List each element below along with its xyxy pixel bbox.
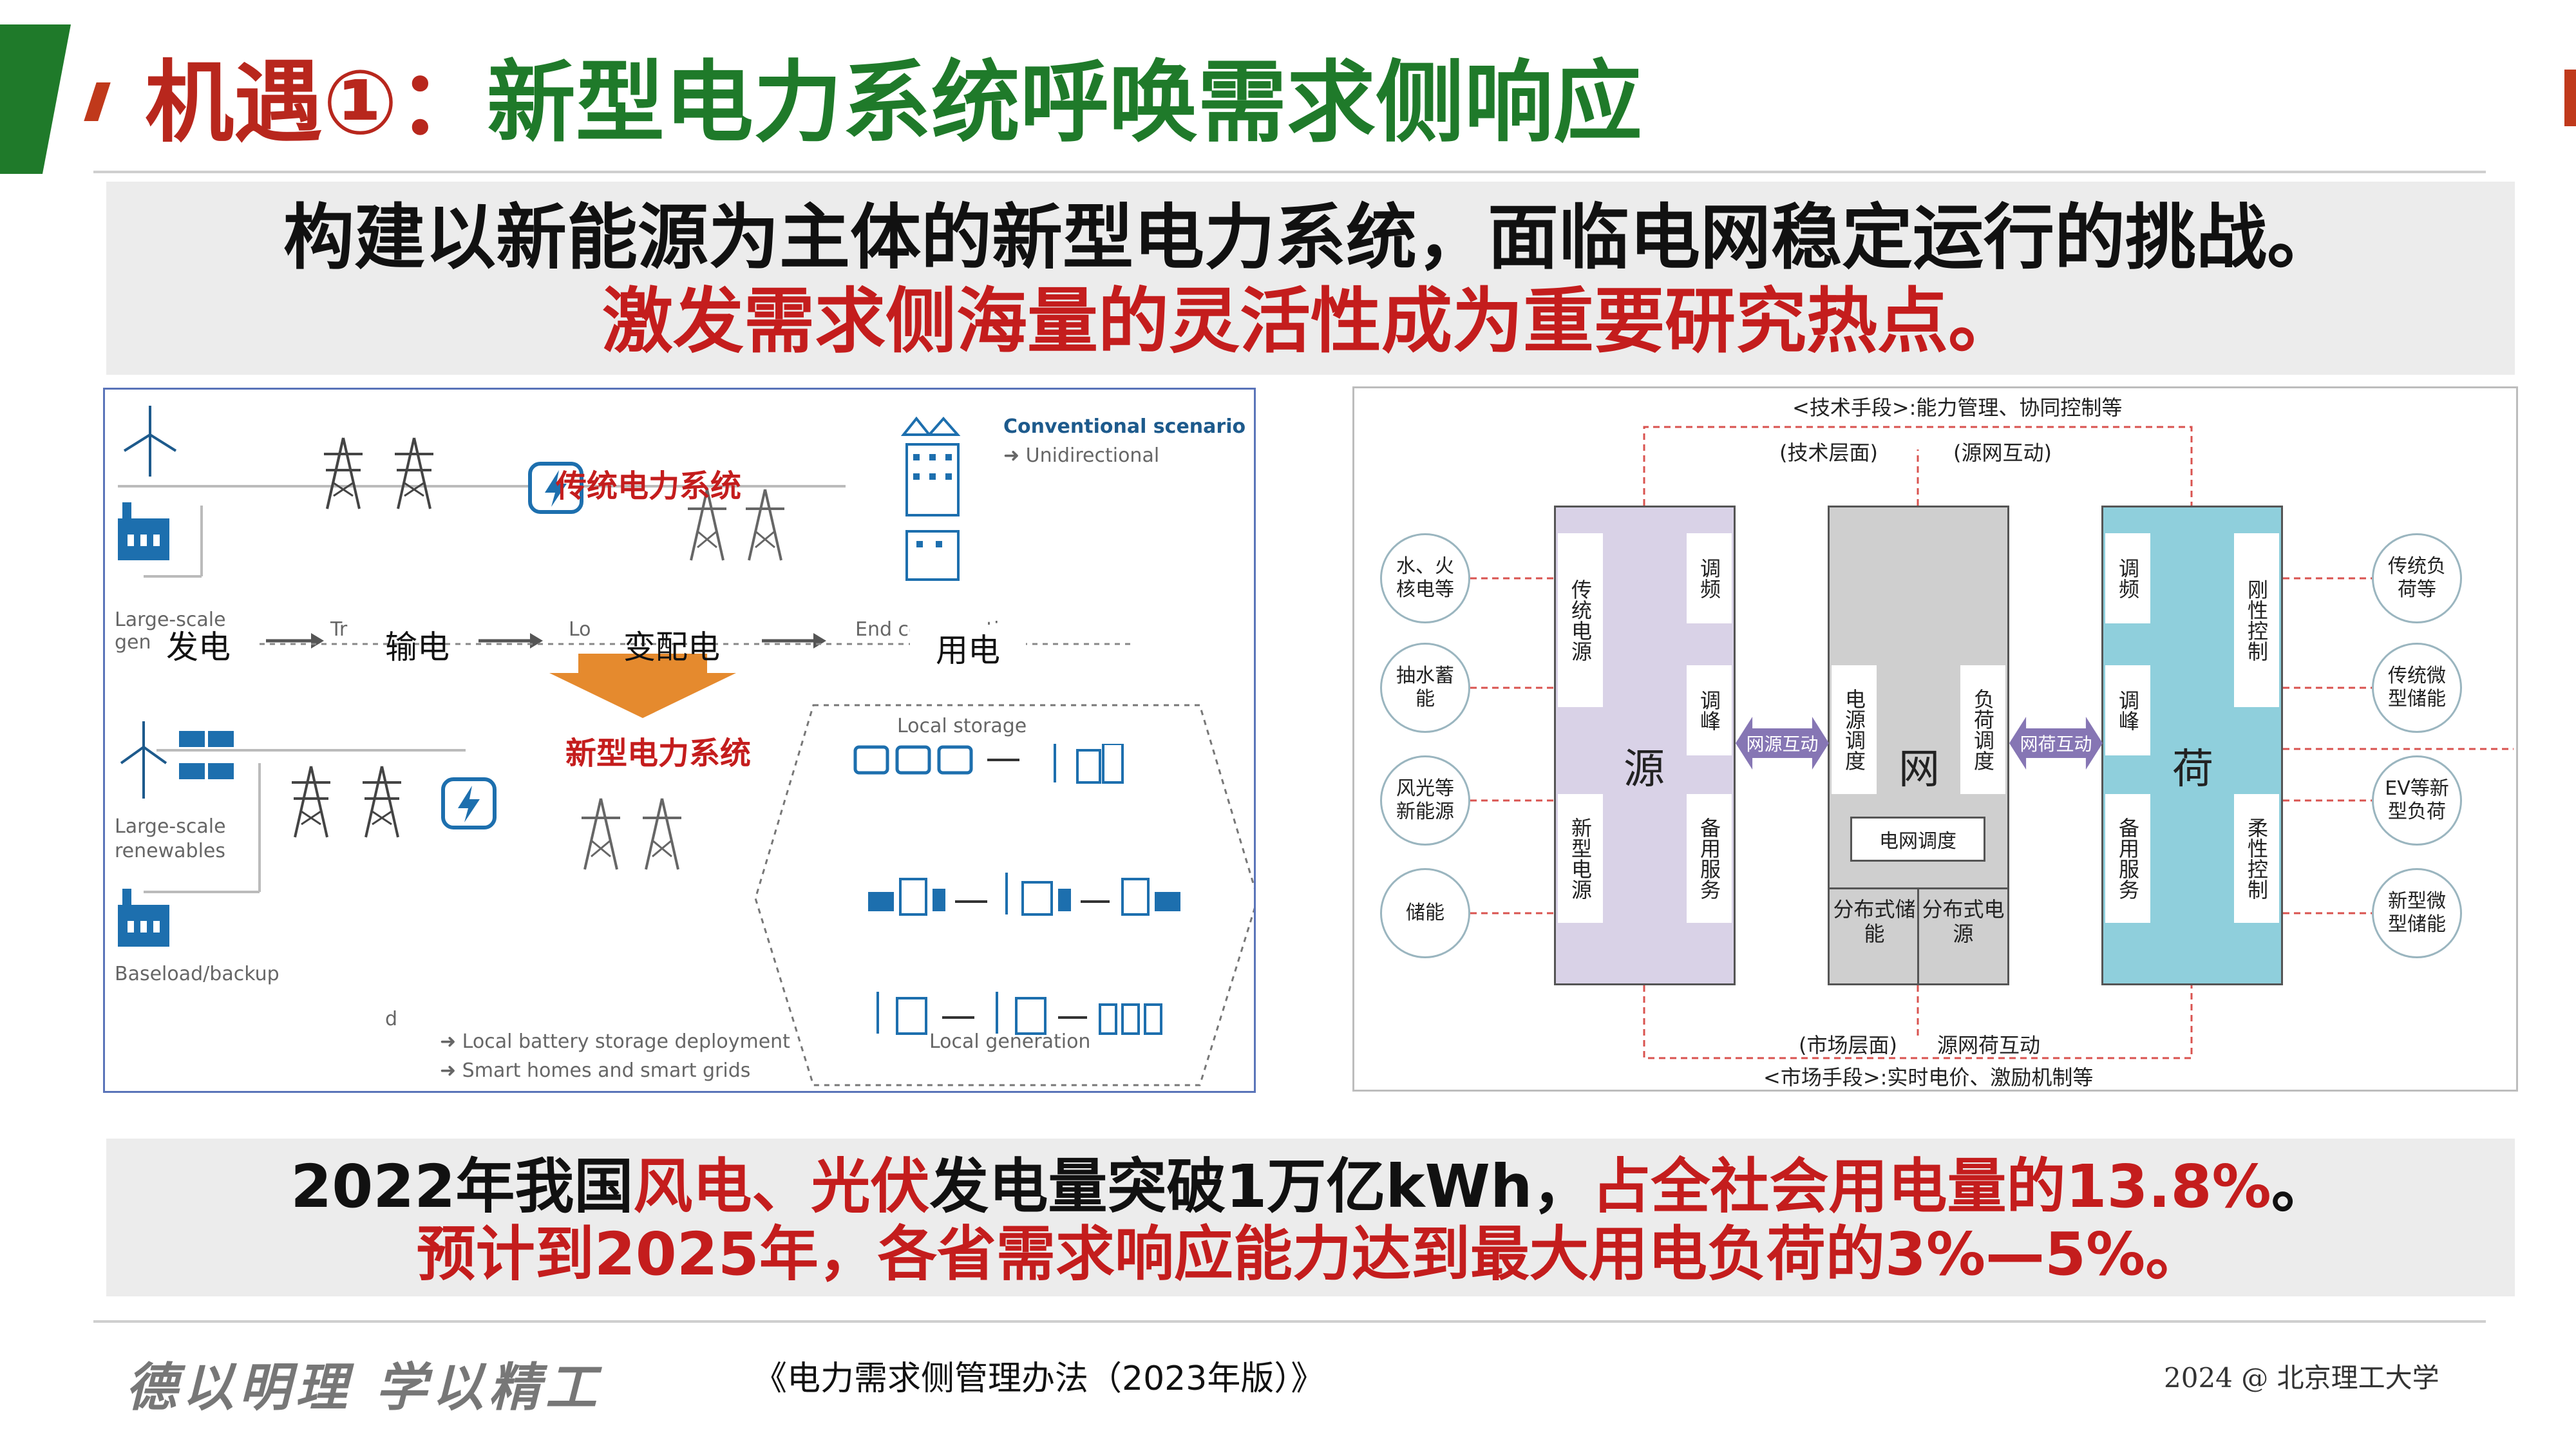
grid-label: 网 (1899, 746, 1940, 793)
substation-icon (441, 777, 497, 829)
baseload-label: Baseload/backup (115, 963, 279, 985)
banner-top-line1: 构建以新能源为主体的新型电力系统，面临电网稳定运行的挑战。 (283, 196, 2338, 279)
transmission-tower-icon (324, 437, 363, 509)
circle-new-micro-storage: 新型微 型储能 (2372, 868, 2462, 958)
conventional-scenario-sub: ➜ Unidirectional (1003, 444, 1160, 467)
src-backup-box: 备用服务 (1687, 794, 1732, 923)
src-freq-box: 调频 (1687, 533, 1732, 623)
load-peak-box: 调峰 (2105, 665, 2150, 755)
bottom-means-label: <市场手段>:实时电价、激励机制等 (1763, 1065, 2094, 1090)
grid-dist-storage: 分布式储能 (1833, 897, 1916, 946)
circle-wind-solar: 风光等 新能源 (1380, 755, 1470, 846)
local-partial: Lo (569, 618, 591, 641)
d-partial-label: d (385, 1008, 398, 1030)
local-battery-label: ➜ Local battery storage deployment (440, 1030, 790, 1053)
load-label: 荷 (2172, 746, 2213, 793)
bottom-banner: 2022年我国风电、光伏发电量突破1万亿kWh，占全社会用电量的13.8%。 预… (106, 1139, 2515, 1296)
renewables-label: Large-scale renewables (115, 815, 226, 862)
grid-dispatch-load-box: 负荷调度 (1960, 665, 2005, 794)
stat-year: 2022年我国 (290, 1152, 634, 1221)
stat-wind-solar: 风电、光伏 (633, 1152, 930, 1221)
distribution-tower-icon (643, 798, 681, 870)
title-prefix: 机遇①： (145, 51, 487, 155)
local-storage-label: Local storage (897, 715, 1027, 737)
source-grid-load-diagram: <技术手段>:能力管理、协同控制等 (技术层面) (源网互动) 传统电源 新型电… (1352, 386, 2518, 1092)
power-system-lines (118, 485, 1254, 1086)
baseload-factory-icon (118, 889, 169, 947)
header-divider (93, 171, 2486, 173)
right-edge-marker (2564, 70, 2576, 126)
load-backup-box: 备用服务 (2105, 794, 2150, 923)
src-grid-interact-label: (源网互动) (1953, 440, 2052, 465)
load-rigid-box: 刚性控制 (2234, 533, 2279, 707)
circle-traditional-load: 传统负 荷等 (2372, 533, 2462, 623)
transmission-partial: Tr (330, 618, 348, 641)
distribution-tower-icon (582, 798, 620, 870)
title-accent-bar (84, 82, 111, 121)
banner-top-line2: 激发需求侧海量的灵活性成为重要研究热点。 (602, 280, 2019, 363)
tech-layer-label: (技术层面) (1779, 440, 1878, 465)
stat-period: 。 (2271, 1152, 2331, 1221)
university-motto: 德以明理 学以精工 (126, 1357, 602, 1417)
transmission-tower-icon (363, 766, 401, 838)
circle-hydro-thermal-nuclear: 水、火 核电等 (1380, 533, 1470, 623)
src-grid-load-interact-label: 源网荷互动 (1937, 1033, 2041, 1057)
load-freq-box: 调频 (2105, 533, 2150, 623)
grid-dispatch-box: 电网调度 (1850, 817, 1985, 862)
transmission-tower-icon (292, 766, 330, 838)
top-banner: 构建以新能源为主体的新型电力系统，面临电网稳定运行的挑战。 激发需求侧海量的灵活… (106, 182, 2515, 375)
source-citation: 《电力需求侧管理办法（2023年版）》 (753, 1359, 1325, 1398)
stage-distribution: 变配电 (623, 629, 720, 666)
copyright-credit: 2024 @ 北京理工大学 (2164, 1362, 2439, 1394)
gen-label: gen (115, 631, 151, 654)
grid-dispatch-src-box: 电源调度 (1832, 665, 1877, 794)
banner-bottom-line2: 预计到2025年，各省需求响应能力达到最大用电负荷的3%—5%。 (416, 1220, 2205, 1289)
top-means-label: <技术手段>:能力管理、协同控制等 (1792, 395, 2123, 420)
src-peak-box: 调峰 (1687, 665, 1732, 755)
stat-generation: 发电量突破1万亿kWh， (929, 1152, 1592, 1221)
power-system-figure: Conventional scenario ➜ Unidirectional 传… (103, 388, 1256, 1093)
circle-ev-load: EV等新 型负荷 (2372, 755, 2462, 846)
src-new-box: 新型电源 (1558, 794, 1603, 923)
grid-divider (1917, 887, 1919, 985)
stage-transmission: 输电 (385, 629, 450, 666)
buildings-icon (900, 416, 961, 581)
load-flex-box: 柔性控制 (2234, 794, 2279, 923)
stat-share: 占全社会用电量的13.8% (1591, 1152, 2271, 1221)
conventional-scenario-title: Conventional scenario (1003, 415, 1246, 438)
src-traditional-box: 传统电源 (1558, 533, 1603, 707)
stage-consumption: 用电 (910, 625, 1026, 671)
slide-title: 机遇①：新型电力系统呼唤需求侧响应 (145, 45, 1642, 161)
circle-storage: 储能 (1380, 868, 1470, 958)
banner-bottom-line1: 2022年我国风电、光伏发电量突破1万亿kWh，占全社会用电量的13.8%。 (106, 1153, 2515, 1220)
footer-divider (93, 1320, 2486, 1323)
title-main: 新型电力系统呼唤需求侧响应 (486, 51, 1642, 155)
circle-traditional-micro-storage: 传统微 型储能 (2372, 643, 2462, 733)
grid-dist-power: 分布式电源 (1922, 897, 2005, 946)
smart-homes-label: ➜ Smart homes and smart grids (440, 1059, 751, 1082)
factory-icon (118, 502, 169, 560)
substation-icon (528, 462, 583, 514)
stage-generation: 发电 (166, 629, 231, 666)
renewables-icon (120, 721, 234, 799)
distribution-tower-icon (688, 489, 726, 561)
diagram-connectors (1470, 426, 2514, 1059)
distribution-tower-icon (746, 489, 784, 561)
microgrid-icons (853, 744, 1180, 1035)
market-layer-label: (市场层面) (1799, 1033, 1897, 1057)
circle-pumped-storage: 抽水蓄 能 (1380, 643, 1470, 733)
large-scale-label: Large-scale (115, 609, 226, 631)
corner-decoration (0, 24, 71, 174)
new-system-label: 新型电力系统 (565, 735, 752, 772)
local-generation-label: Local generation (929, 1030, 1091, 1053)
wind-turbine-icon (123, 406, 177, 477)
traditional-system-label: 传统电力系统 (556, 468, 742, 504)
source-label: 源 (1624, 746, 1665, 793)
transmission-tower-icon (395, 437, 433, 509)
